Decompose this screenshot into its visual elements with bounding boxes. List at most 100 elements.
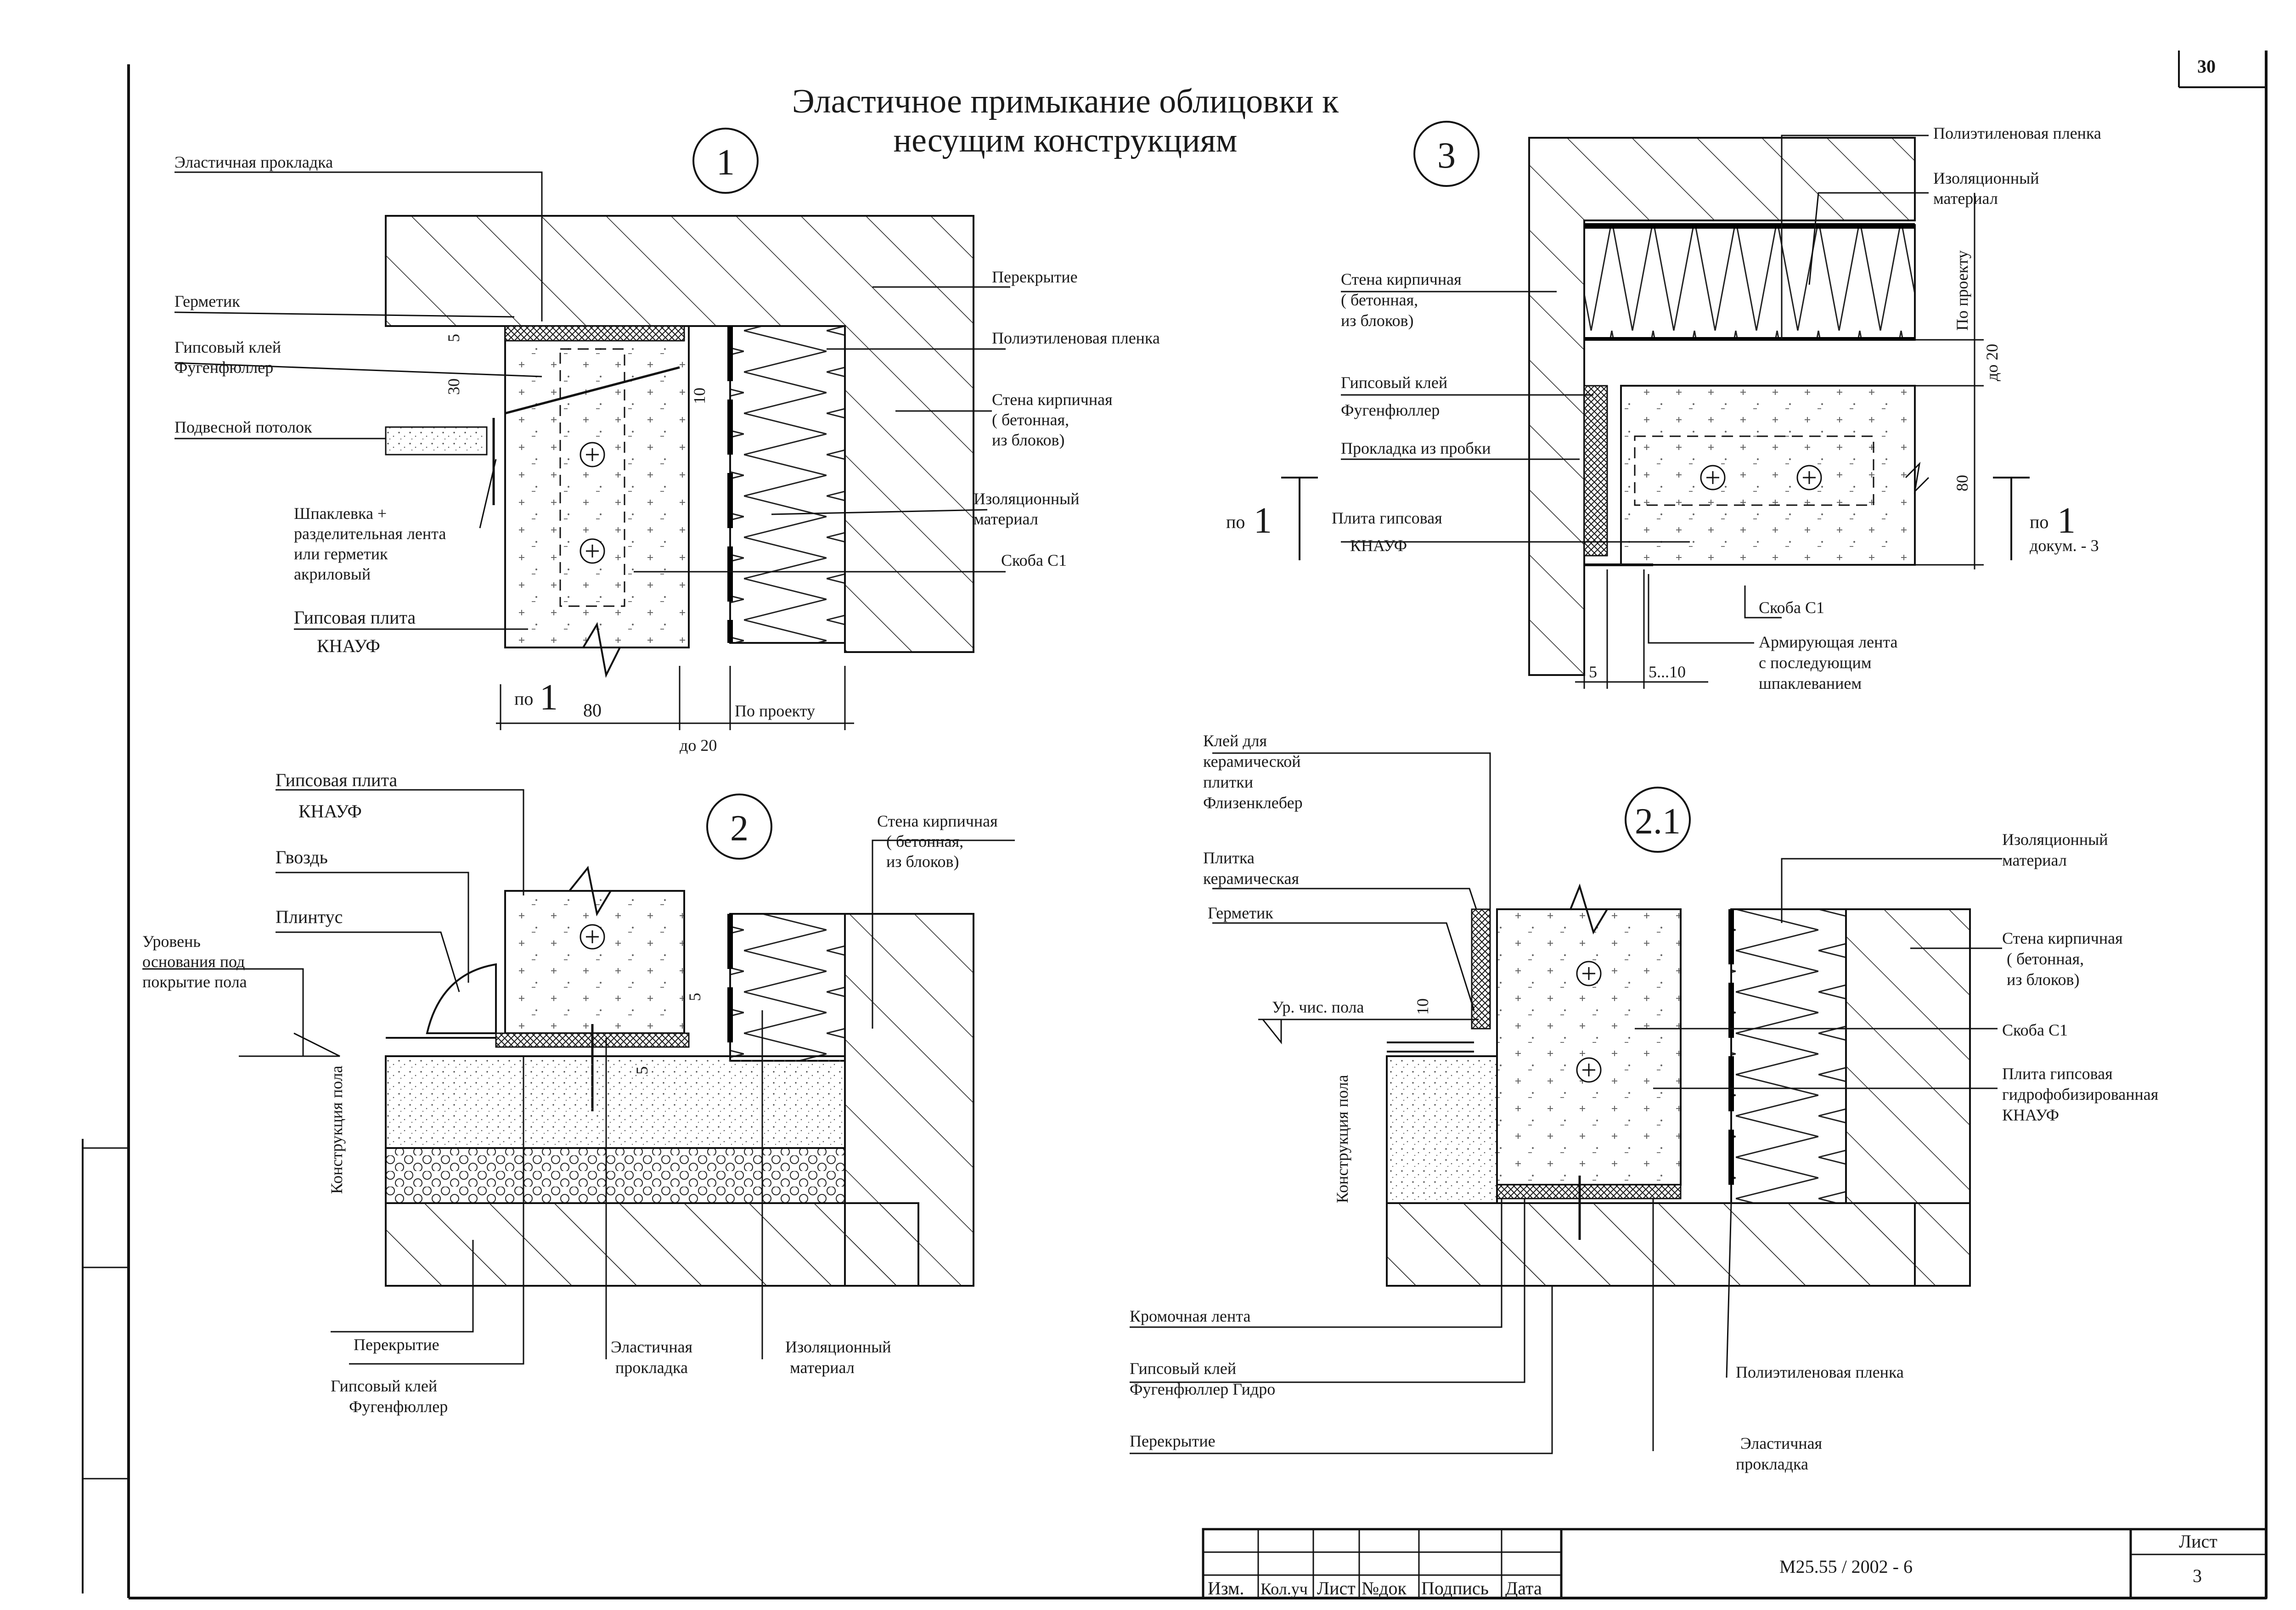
d21-wall-label-2: ( бетонная, — [2007, 950, 2084, 968]
stamp-header-date: Дата — [1505, 1578, 1542, 1599]
stamp-header-sign: Подпись — [1421, 1578, 1489, 1599]
d21-board-label-1: Плита гипсовая — [2002, 1064, 2113, 1083]
detail-2-1-marker — [1625, 787, 1691, 853]
stamp-header-list: Лист — [1317, 1578, 1356, 1599]
d3-dim-do20: до 20 — [1983, 344, 2001, 381]
stamp-header-kol: Кол.уч — [1261, 1580, 1308, 1598]
d3-ref-right-1: 1 — [2057, 501, 2076, 541]
d3-wall-label-1: Стена кирпичная — [1341, 270, 1462, 288]
d2-insulation — [729, 913, 846, 1062]
d21-floor-constr-label: Конструкция пола — [1333, 1075, 1351, 1203]
sheet-title: Эластичное примыкание облицовки к несущи… — [792, 83, 1339, 159]
d1-glue-label-1: Гипсовый клей — [174, 338, 281, 356]
detail-2-1-number: 2.1 — [1635, 801, 1681, 842]
title-line-2: несущим конструкциям — [894, 122, 1238, 159]
detail-2-number: 2 — [730, 808, 748, 849]
d1-putty-label-2: разделительная лента — [294, 524, 446, 543]
d2-glue-label-2: Фугенфюллер — [349, 1397, 448, 1416]
detail-1-number: 1 — [716, 142, 735, 183]
detail-1: 1 Эластичная прокладка Герметик Гип — [174, 128, 1160, 754]
d2-slab-label: Перекрытие — [354, 1335, 439, 1354]
d1-putty-label-1: Шпаклевка + — [294, 504, 387, 523]
d1-dim-do20: до 20 — [680, 736, 717, 754]
d2-elastic-label-1: Эластичная — [611, 1338, 692, 1356]
d21-insulation-label-1: Изоляционный — [2002, 830, 2108, 849]
d1-insulation — [729, 325, 846, 644]
d1-wall-label-2: ( бетонная, — [992, 411, 1069, 429]
d1-dim-5: 5 — [445, 334, 463, 342]
stamp-doc-code: М25.55 / 2002 - 6 — [1779, 1556, 1913, 1577]
d2-level-label-3: покрытие пола — [142, 973, 247, 991]
d1-insulation-label-2: материал — [974, 510, 1038, 528]
stamp-sheet-label: Лист — [2179, 1531, 2217, 1552]
d3-board-label-2: КНАУФ — [1350, 536, 1407, 555]
d21-tile-glue-label-3: плитки — [1203, 773, 1253, 791]
d3-dim-5-10: 5...10 — [1649, 663, 1686, 681]
d21-insulation-label-2: материал — [2002, 851, 2067, 869]
stamp-header-doc: №док — [1362, 1578, 1407, 1599]
d1-film-label: Полиэтиленовая пленка — [992, 329, 1160, 347]
d1-ceiling-label: Подвесной потолок — [174, 418, 312, 436]
d21-floor-level-label: Ур. чис. пола — [1272, 998, 1364, 1016]
d21-sealant-label: Герметик — [1208, 904, 1273, 922]
d2-screed — [385, 1055, 846, 1149]
d3-insulation-label-2: материал — [1933, 189, 1998, 208]
d1-dim-10: 10 — [690, 388, 709, 404]
d1-dim-80: 80 — [583, 700, 602, 721]
d3-bracket — [1634, 435, 1874, 506]
d1-gypsum-board — [504, 325, 690, 648]
d3-insulation — [1583, 224, 1916, 341]
d21-wall-label-3: из блоков) — [2007, 970, 2080, 989]
d2-nail-label: Гвоздь — [276, 847, 328, 867]
d21-dim-10: 10 — [1413, 998, 1432, 1015]
d1-ref-1: 1 — [540, 677, 558, 718]
page-number: 30 — [2197, 56, 2216, 77]
detail-2-marker — [706, 794, 772, 860]
d2-dim-5b: 5 — [633, 1066, 651, 1075]
d21-slab-label: Перекрытие — [1130, 1432, 1216, 1450]
d2-wall-label-2: ( бетонная, — [886, 832, 963, 850]
d2-wall-label-1: Стена кирпичная — [877, 812, 998, 830]
d21-wall — [1845, 908, 1971, 1204]
d3-dim-80: 80 — [1953, 475, 1971, 491]
d1-putty-label-4: акриловый — [294, 565, 371, 583]
d2-floor-constr-label: Конструкция пола — [327, 1066, 346, 1194]
d3-tape-label-2: с последующим — [1759, 653, 1872, 672]
d21-glue-label-1: Гипсовый клей — [1130, 1359, 1236, 1378]
d1-ref-po: по — [514, 688, 533, 709]
d1-wall-label-3: из блоков) — [992, 431, 1065, 449]
d3-board-label-1: Плита гипсовая — [1332, 509, 1442, 527]
d1-suspended-ceiling — [385, 426, 488, 456]
d1-wall-label-1: Стена кирпичная — [992, 390, 1113, 409]
detail-3: 3 Полиэтиленовая пленка Изоляционный мат… — [1226, 121, 2101, 692]
d3-tape-label-3: шпаклеванием — [1759, 674, 1862, 692]
d3-film-label: Полиэтиленовая пленка — [1933, 124, 2101, 142]
d3-dim-5: 5 — [1589, 663, 1597, 681]
d3-ref-right-po: по — [2030, 512, 2048, 532]
d1-bracket — [559, 348, 625, 607]
d1-elastic-pad-label: Эластичная прокладка — [174, 153, 333, 171]
d3-ref-left-po: по — [1226, 512, 1245, 532]
d3-glue-label-1: Гипсовый клей — [1341, 373, 1447, 392]
d1-dim-30: 30 — [445, 378, 463, 395]
d1-sealant-label: Герметик — [174, 292, 240, 310]
d2-insulation-label-2: материал — [790, 1358, 855, 1377]
detail-2: 2 Гипсовая плита КНАУФ Гвоздь Плинтус Ур… — [142, 770, 1015, 1416]
d2-wall-label-3: из блоков) — [886, 852, 959, 871]
d3-ref-right-doc: докум. - 3 — [2030, 536, 2099, 555]
d21-gypsum-board — [1496, 908, 1682, 1186]
d3-insulation-label-1: Изоляционный — [1933, 169, 2039, 187]
d1-putty-label-3: или герметик — [294, 545, 388, 563]
d2-gypsum-board — [504, 890, 685, 1034]
detail-1-marker — [692, 128, 759, 194]
stamp-sheet-number: 3 — [2193, 1565, 2202, 1586]
detail-3-marker — [1413, 121, 1480, 187]
d1-bracket-label: Скоба С1 — [1001, 551, 1067, 569]
d3-glue-label-2: Фугенфюллер — [1341, 401, 1440, 419]
d1-sealant — [504, 325, 685, 342]
d3-dim-per-project: По проекту — [1953, 250, 1971, 331]
detail-2-1: 2.1 Клей для керамической пли — [1130, 732, 2158, 1473]
d3-cork-pad — [1583, 385, 1608, 557]
d3-gypsum-board — [1620, 385, 1916, 566]
d3-ref-left-1: 1 — [1254, 501, 1272, 541]
